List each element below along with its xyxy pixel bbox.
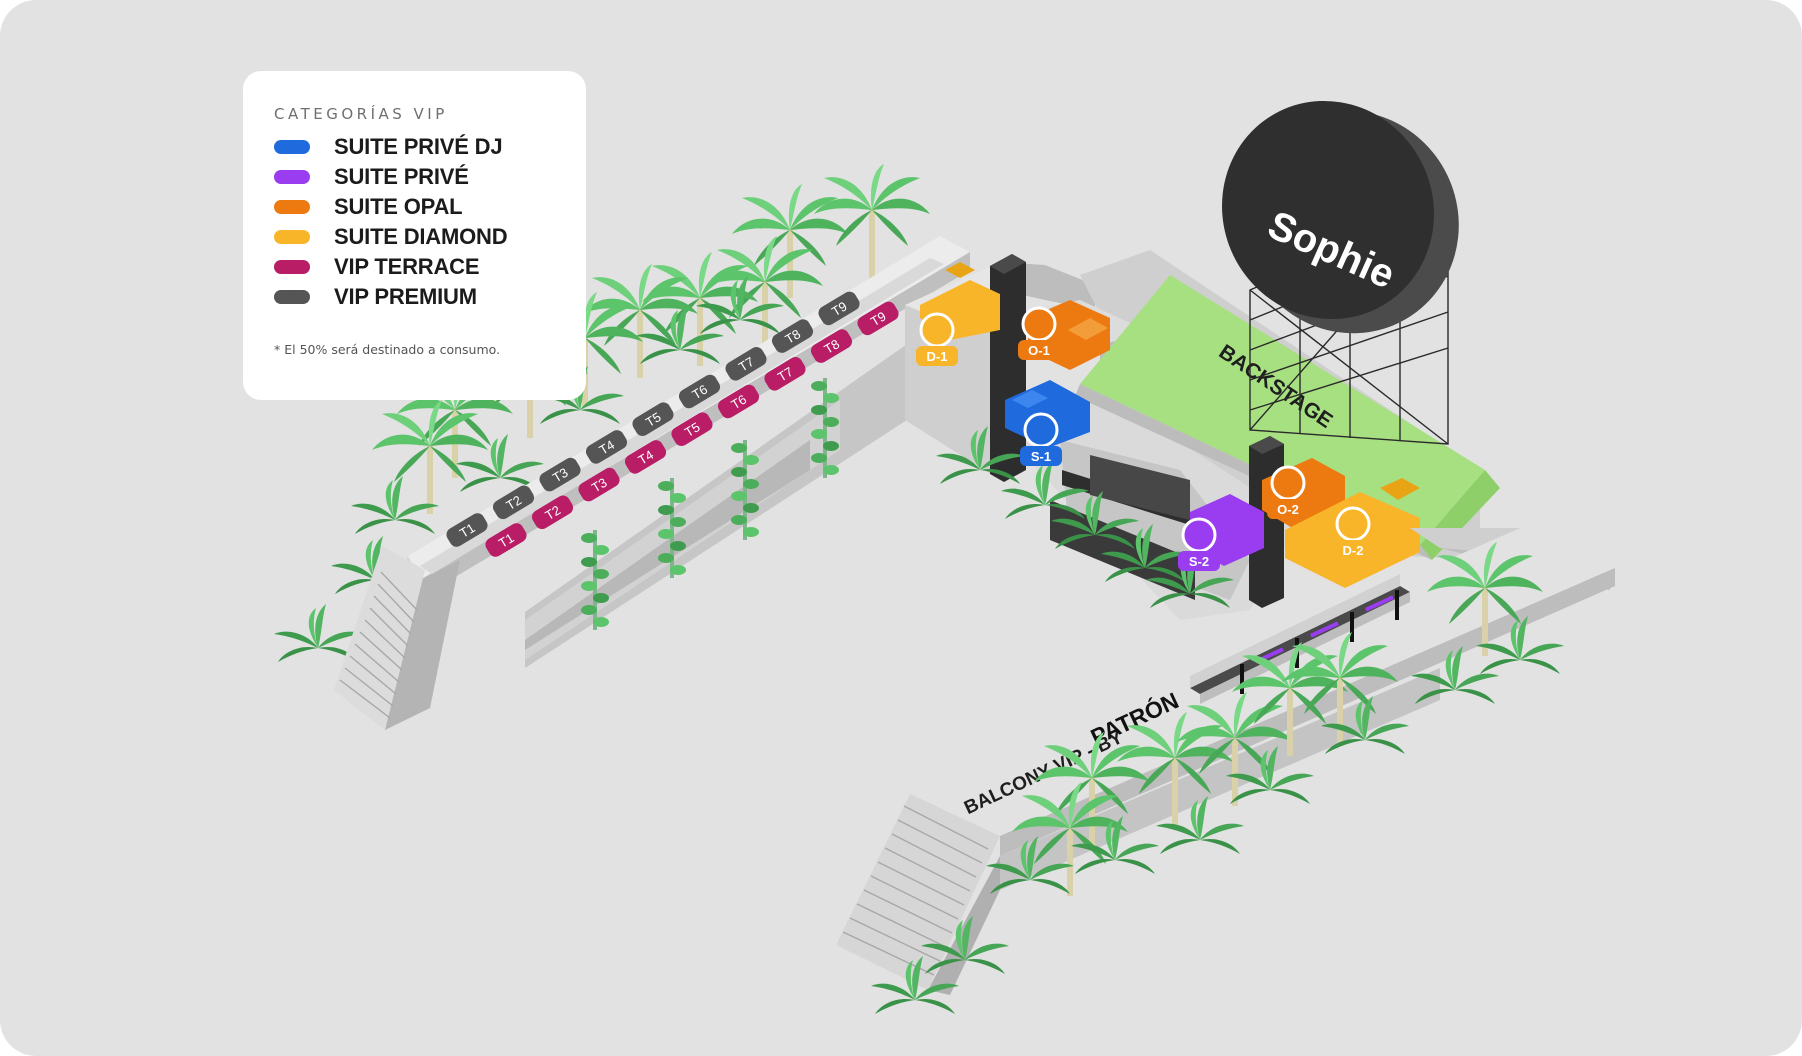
suite-marker-s-1[interactable]: S-1: [1020, 412, 1062, 466]
table-label: T4: [596, 437, 617, 458]
vip-premium-tables: T1 T2 T3 T4 T5 T6 T7 T8 T9: [444, 289, 862, 550]
fern-icon: [351, 476, 439, 534]
balcony-stairs: [842, 805, 989, 976]
terrace-table[interactable]: T7: [762, 354, 808, 393]
suite-marker-label: O-1: [1028, 343, 1050, 358]
table-label: T7: [736, 354, 757, 375]
suite-marker-label: S-2: [1189, 554, 1209, 569]
table-label: T9: [868, 308, 889, 329]
palm-tree-icon: [732, 184, 848, 298]
suite-markers: D-1 O-1S-1O-2S-2 D-2: [916, 306, 1374, 571]
suite-marker-label: O-2: [1277, 502, 1299, 517]
table-label: T4: [635, 447, 656, 468]
legend-label: VIP TERRACE: [334, 254, 480, 279]
terrace-table[interactable]: T1: [483, 521, 529, 560]
table-label: T6: [728, 392, 749, 413]
left-stairs: [339, 571, 418, 719]
legend-label: SUITE DIAMOND: [334, 224, 508, 249]
table-label: T3: [550, 465, 571, 486]
premium-table[interactable]: T7: [723, 344, 769, 383]
table-label: T8: [782, 326, 803, 347]
legend-label: SUITE OPAL: [334, 194, 463, 219]
premium-table[interactable]: T3: [537, 455, 583, 494]
suite-marker-d-2[interactable]: D-2: [1332, 506, 1374, 560]
terrace-table[interactable]: T9: [855, 299, 901, 338]
table-label: T6: [689, 382, 710, 403]
premium-table[interactable]: T9: [816, 289, 862, 328]
table-label: T5: [643, 409, 664, 430]
legend-item: SUITE OPAL: [274, 192, 586, 222]
legend-swatch: [274, 170, 310, 184]
premium-table[interactable]: T4: [583, 428, 629, 467]
table-label: T1: [496, 530, 517, 551]
terrace-table[interactable]: T5: [669, 410, 715, 449]
legend-item: VIP PREMIUM: [274, 282, 586, 312]
table-label: T2: [503, 492, 524, 513]
table-label: T1: [457, 520, 478, 541]
terrace-table[interactable]: T4: [622, 438, 668, 477]
legend-item: VIP TERRACE: [274, 252, 586, 282]
terrace-table[interactable]: T3: [576, 465, 622, 504]
suite-marker-o-2[interactable]: O-2: [1267, 465, 1309, 519]
suite-marker-label: D-1: [927, 349, 948, 364]
suite-marker-o-1[interactable]: O-1: [1018, 306, 1060, 360]
table-label: T3: [589, 475, 610, 496]
billboard: Sophie: [1222, 100, 1459, 445]
table-label: T8: [821, 336, 842, 357]
premium-table[interactable]: T8: [769, 317, 815, 356]
terrace-table[interactable]: T2: [529, 493, 575, 532]
legend-swatch: [274, 290, 310, 304]
table-label: T7: [775, 364, 796, 385]
legend-list: SUITE PRIVÉ DJ SUITE PRIVÉ SUITE OPAL SUITE…: [274, 132, 586, 312]
legend-item: SUITE DIAMOND: [274, 222, 586, 252]
premium-table[interactable]: T2: [490, 483, 536, 522]
legend-swatch: [274, 260, 310, 274]
legend-item: SUITE PRIVÉ DJ: [274, 132, 586, 162]
table-label: T9: [829, 298, 850, 319]
legend-label: SUITE PRIVÉ DJ: [334, 134, 503, 159]
terrace-table[interactable]: T8: [808, 327, 854, 366]
suite-marker-label: D-2: [1343, 543, 1364, 558]
vip-terrace-tables: T1 T2 T3 T4 T5 T6 T7 T8 T9: [483, 299, 901, 560]
premium-table[interactable]: T1: [444, 511, 490, 550]
suite-marker-label: S-1: [1031, 449, 1051, 464]
premium-table[interactable]: T6: [676, 372, 722, 411]
legend-swatch: [274, 200, 310, 214]
suite-marker-s-2[interactable]: S-2: [1178, 517, 1220, 571]
legend-item: SUITE PRIVÉ: [274, 162, 586, 192]
terrace-table[interactable]: T6: [715, 382, 761, 421]
legend-title: CATEGORÍAS VIP: [274, 105, 448, 123]
legend-label: VIP PREMIUM: [334, 284, 477, 309]
table-label: T2: [542, 502, 563, 523]
legend-label: SUITE PRIVÉ: [334, 164, 469, 189]
legend-note: * El 50% será destinado a consumo.: [274, 342, 501, 357]
premium-table[interactable]: T5: [630, 400, 676, 439]
legend-swatch: [274, 230, 310, 244]
table-label: T5: [682, 419, 703, 440]
suite-marker-d-1[interactable]: D-1: [916, 312, 958, 366]
legend-swatch: [274, 140, 310, 154]
